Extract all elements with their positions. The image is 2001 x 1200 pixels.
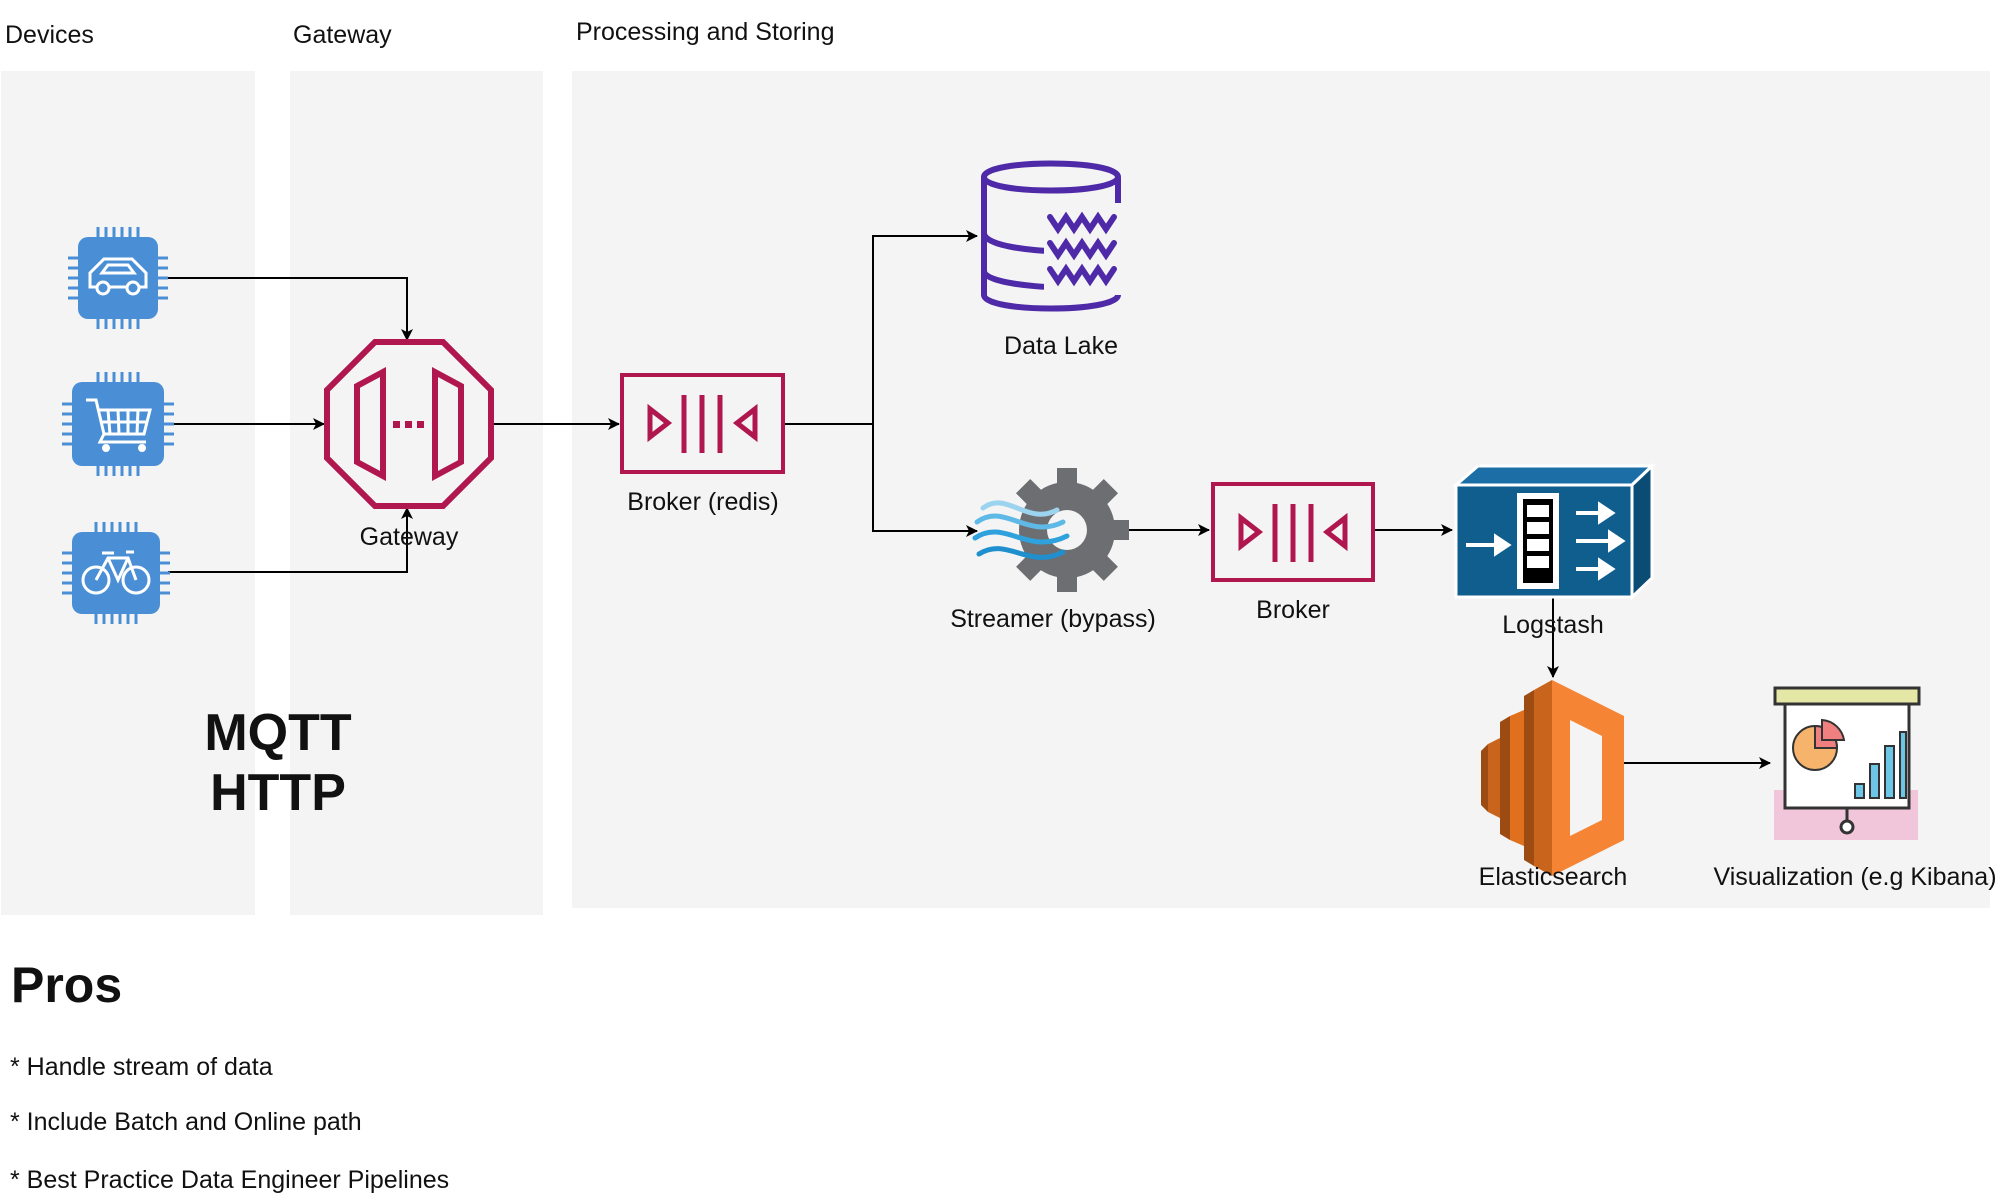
arrow-car-to-gateway [168,277,413,341]
arrow-split-to-datalake [872,230,978,424]
broker-icon [1211,482,1375,582]
processing-section-title: Processing and Storing [576,18,834,46]
visualization-label: Visualization (e.g Kibana) [1713,863,1996,891]
protocol-mqtt-label: MQTT [204,704,352,762]
pros-item: * Best Practice Data Engineer Pipelines [10,1166,449,1194]
pros-title: Pros [11,957,122,1013]
data-lake-label: Data Lake [1004,332,1118,360]
broker-redis-label: Broker (redis) [627,488,778,516]
logstash-icon [1451,462,1656,601]
bicycle-chip-icon [62,522,170,624]
car-chip-icon [68,227,168,329]
pros-item: * Handle stream of data [10,1053,273,1081]
elasticsearch-label: Elasticsearch [1479,863,1628,891]
gateway-panel [290,71,543,915]
broker-redis-icon [620,373,785,474]
gateway-icon [324,339,494,509]
streamer-gear-icon [972,468,1129,592]
gateway-label: Gateway [360,523,459,551]
devices-section-title: Devices [5,21,94,49]
arrow-split-to-streamer [872,424,978,537]
pros-item: * Include Batch and Online path [10,1108,362,1136]
broker-label: Broker [1256,596,1330,624]
elasticsearch-icon [1481,680,1624,876]
devices-panel [1,71,255,915]
visualization-board-icon [1773,686,1921,840]
data-lake-icon [981,160,1130,312]
protocol-http-label: HTTP [210,764,346,822]
arrow-bike-to-gateway [168,507,413,573]
streamer-label: Streamer (bypass) [950,605,1156,633]
connectors [168,230,1771,769]
shopping-cart-chip-icon [62,372,174,476]
logstash-label: Logstash [1502,611,1603,639]
gateway-section-title: Gateway [293,21,392,49]
processing-panel [572,71,1990,908]
